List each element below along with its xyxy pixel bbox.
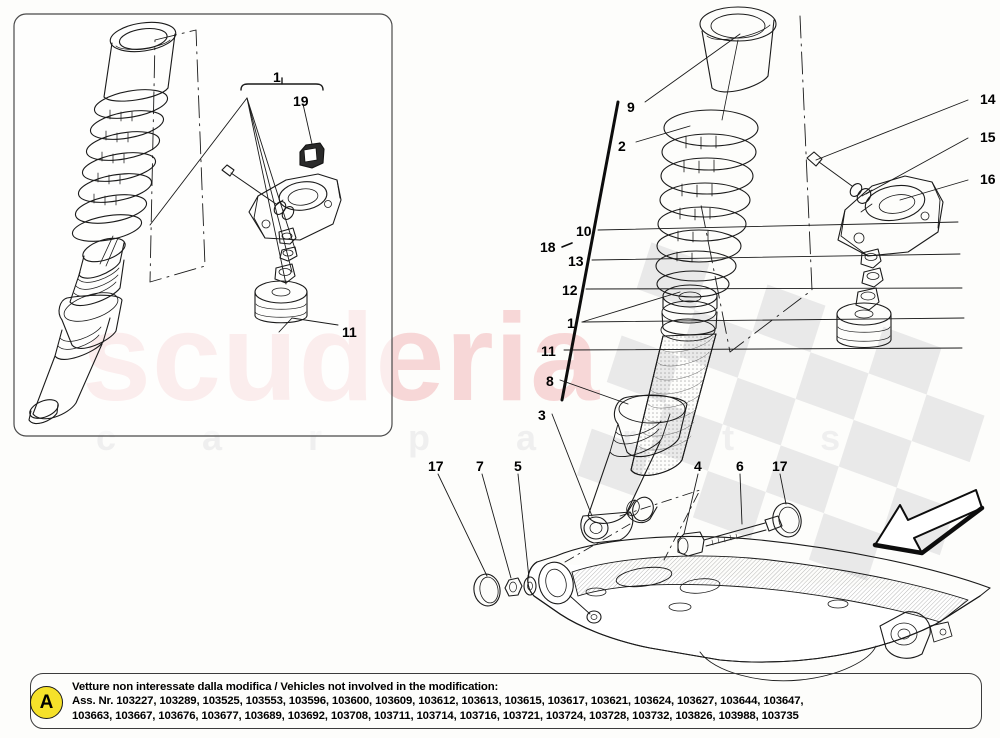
callout-13: 13 xyxy=(568,253,584,269)
small-parts-left xyxy=(473,573,537,607)
callout-1: 1 xyxy=(567,315,575,331)
callout-10: 10 xyxy=(576,223,592,239)
note-text: Vetture non interessate dalla modifica /… xyxy=(72,680,972,723)
inset-coil-spring xyxy=(71,89,169,242)
callout-11: 11 xyxy=(541,343,556,359)
inset-clip-19 xyxy=(299,142,325,169)
callout-9: 9 xyxy=(627,99,635,115)
callout-4: 4 xyxy=(694,458,702,474)
inset-threaded-collar xyxy=(69,259,125,307)
inset-dashdot-region xyxy=(149,29,206,283)
main-top-mount-14-15-16 xyxy=(806,151,944,257)
inset-bump-stop-11 xyxy=(254,280,308,324)
callout-3: 3 xyxy=(538,407,546,423)
main-dashdot-region xyxy=(699,15,813,353)
main-damper-tube xyxy=(580,333,717,544)
callout-16: 16 xyxy=(980,171,996,187)
inset-top-mount-assembly xyxy=(149,77,342,333)
callout-14: 14 xyxy=(980,91,996,107)
main-bump-stop-cup-9 xyxy=(699,6,777,93)
note-numbers-2: 103663, 103667, 103676, 103677, 103689, … xyxy=(72,709,799,722)
main-bump-stop-right xyxy=(836,302,892,348)
main-bolt-14 xyxy=(806,151,872,204)
small-parts-right xyxy=(677,502,802,557)
note-heading: Vetture non interessate dalla modifica /… xyxy=(72,681,499,693)
callout-6: 6 xyxy=(736,458,744,474)
note-badge-a: A xyxy=(30,686,63,719)
callout-8: 8 xyxy=(546,373,554,389)
note-numbers-1: Ass. Nr. 103227, 103289, 103525, 103553,… xyxy=(72,695,804,708)
callout-17-right: 17 xyxy=(772,458,788,474)
callout-18: 18 xyxy=(540,239,556,255)
callout-inset-11: 11 xyxy=(342,324,357,340)
lower-control-arm xyxy=(527,535,991,682)
callout-17-left: 17 xyxy=(428,458,444,474)
inset-shock-absorber-assembly xyxy=(28,21,177,424)
main-leader-lines xyxy=(437,33,969,579)
callout-inset-19: 19 xyxy=(293,93,309,109)
main-coil-spring-2 xyxy=(655,39,759,298)
callout-15: 15 xyxy=(980,129,996,145)
bracket-18 xyxy=(560,100,620,402)
main-washer-stack xyxy=(855,248,884,311)
view-direction-arrow xyxy=(872,489,985,556)
callout-7: 7 xyxy=(476,458,484,474)
callout-inset-1: 1 xyxy=(273,69,281,85)
callout-2: 2 xyxy=(618,138,626,154)
callout-12: 12 xyxy=(562,282,578,298)
callout-5: 5 xyxy=(514,458,522,474)
inset-bracket-1 xyxy=(240,77,324,91)
